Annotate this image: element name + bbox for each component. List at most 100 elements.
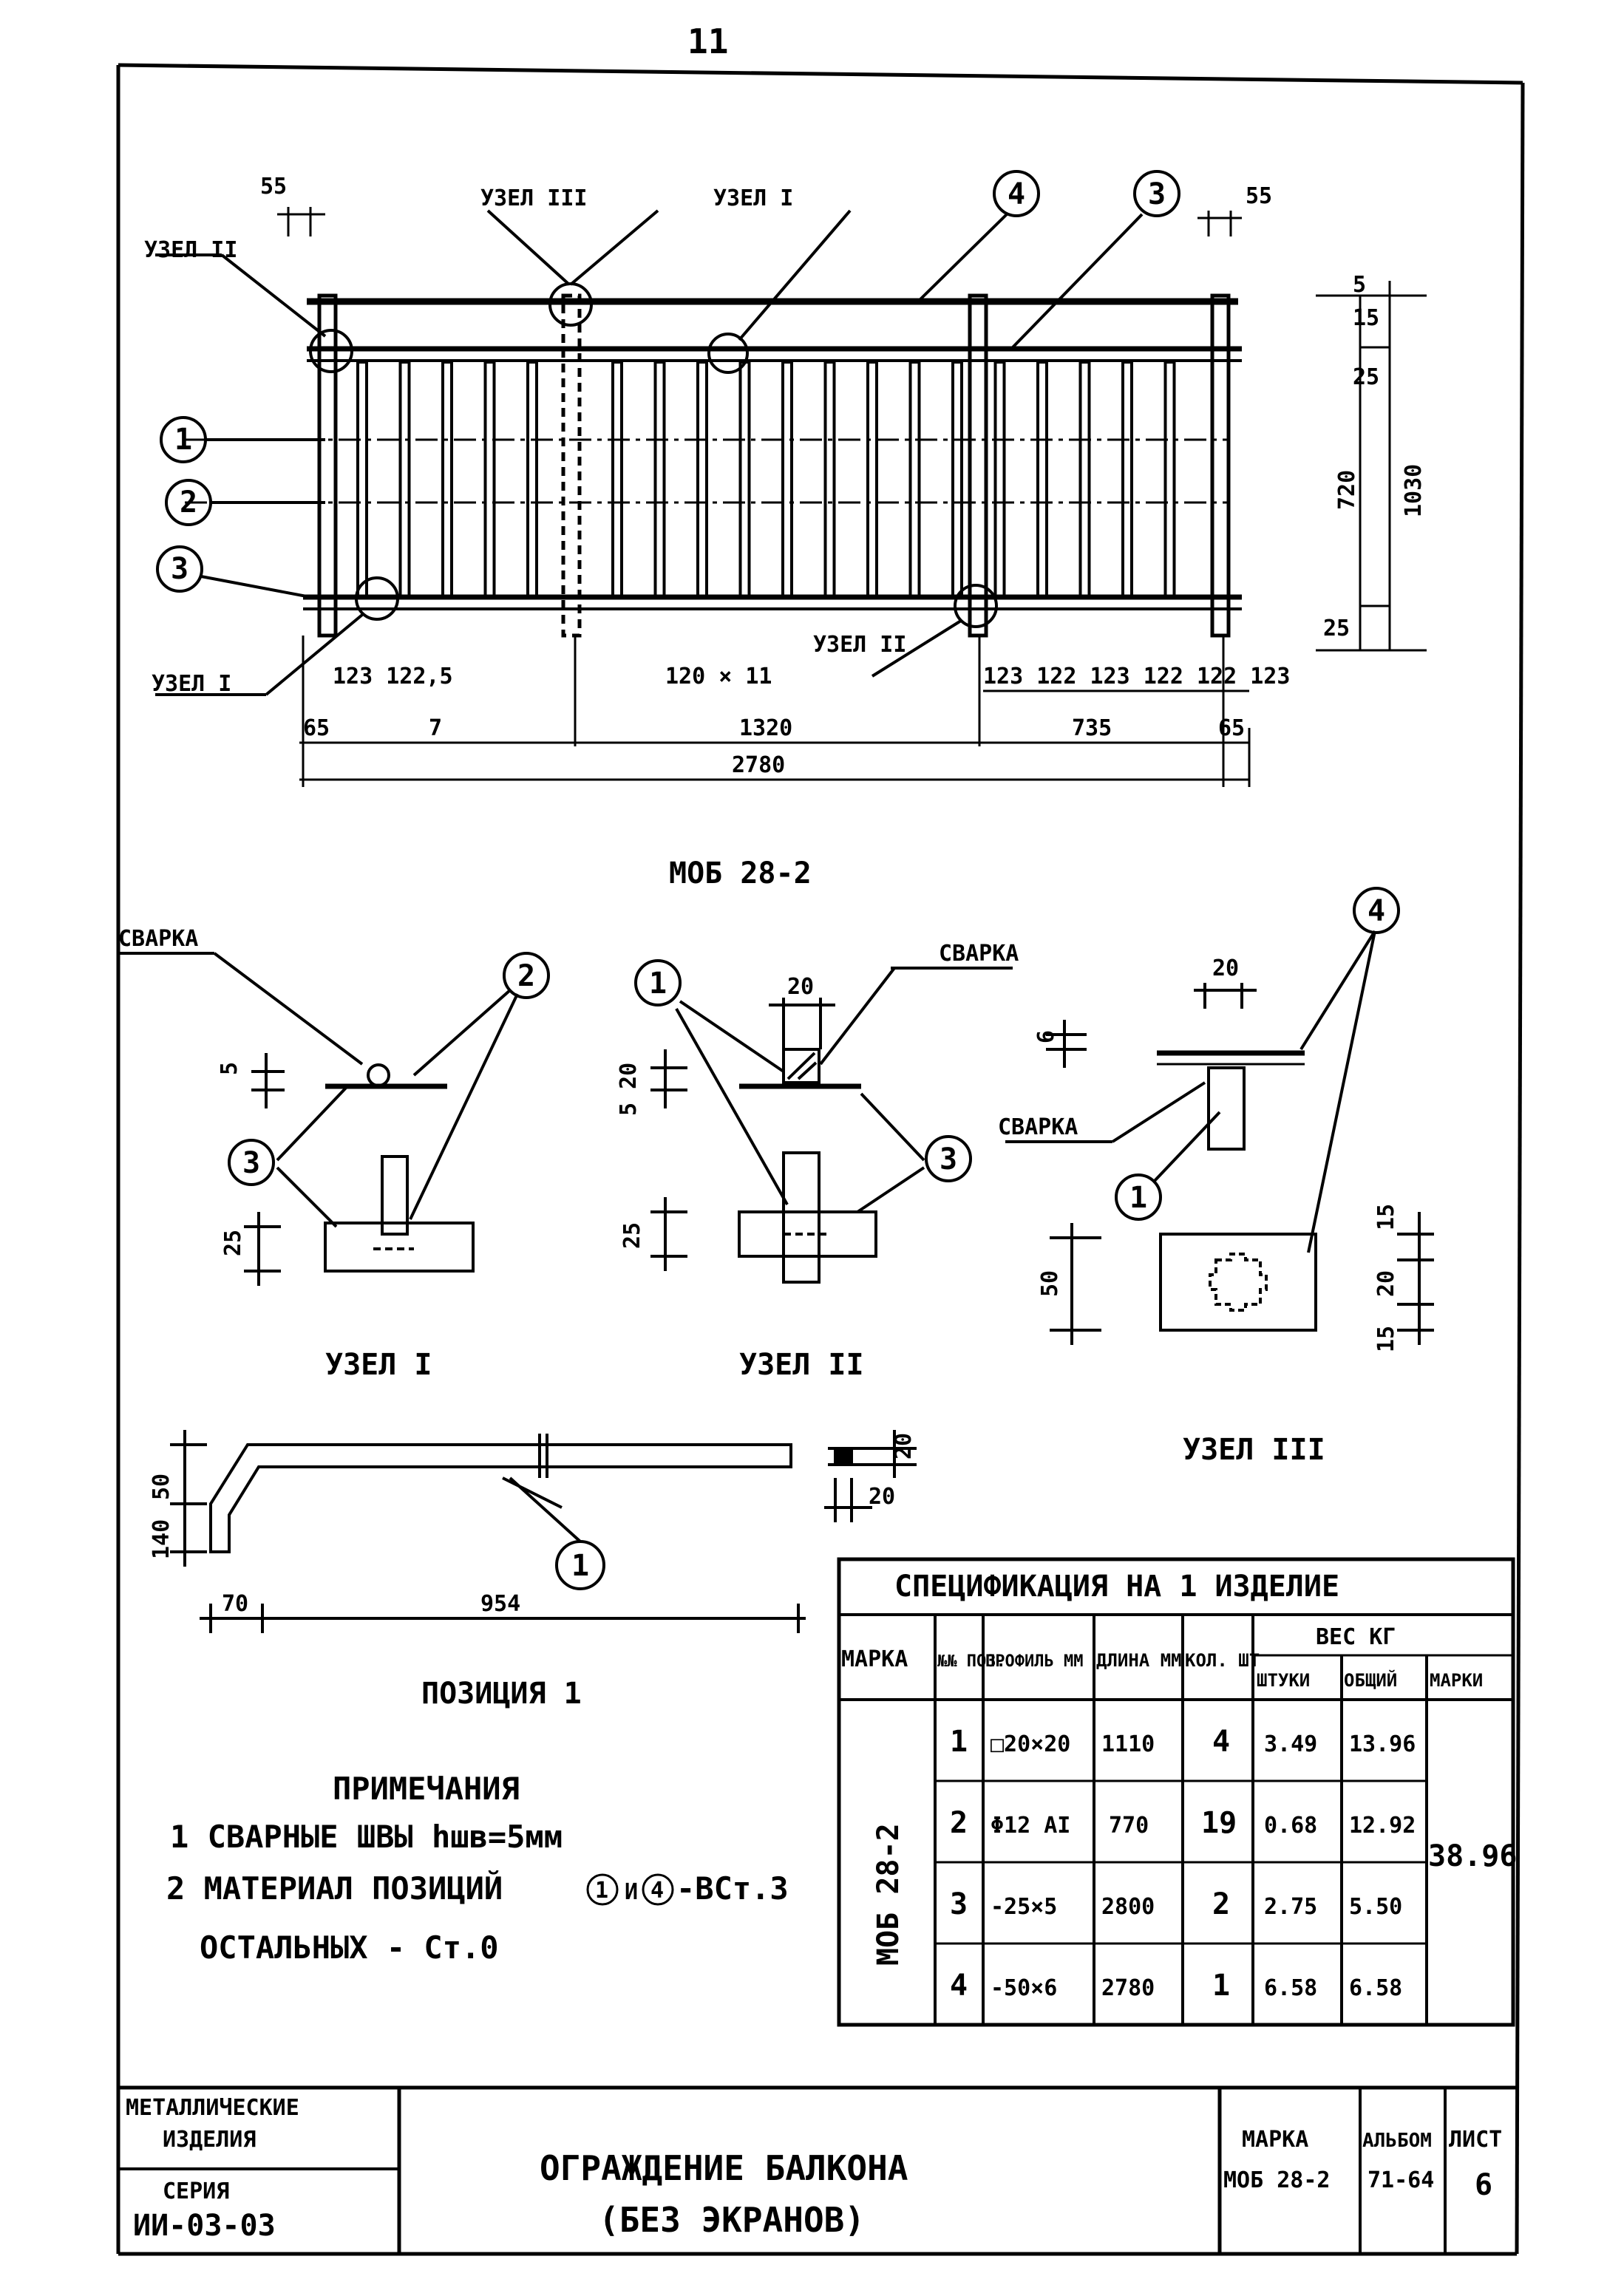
uzel2-dim20: 20 [787, 974, 814, 1000]
spec-row4-profile: -50×6 [991, 1975, 1057, 2001]
tb-series-value: ИИ-03-03 [133, 2209, 276, 2243]
dim-55-right: 55 [1246, 183, 1272, 209]
spec-header-pos: №№ ПОЗ. [937, 1652, 1006, 1671]
tb-title-line1: ОГРАЖДЕНИЕ БАЛКОНА [540, 2148, 908, 2188]
tb-org-line2: ИЗДЕЛИЯ [163, 2127, 256, 2153]
uzel3-dim6: 6 [1033, 1030, 1059, 1043]
baluster [398, 361, 411, 599]
spec-row4-pos: 4 [950, 1969, 968, 2003]
elevation-dimension-labels: 55 55 123 122,5 120 × 11 123 122 123 122… [260, 174, 1427, 778]
spec-marka-value: МОБ 28-2 [872, 1823, 906, 1966]
callout-pos-3-right: 3 [1148, 177, 1166, 211]
title-block-text: МЕТАЛЛИЧЕСКИЕ ИЗДЕЛИЯ СЕРИЯ ИИ-03-03 ОГР… [126, 2095, 1502, 2243]
uzel3-pos4: 4 [1368, 894, 1385, 928]
spec-row2-pos: 2 [950, 1806, 968, 1840]
uzel3-dim20b: 20 [1373, 1270, 1399, 1297]
spec-row4-piece: 6.58 [1264, 1975, 1317, 2001]
spec-row1-profile: □20×20 [991, 1731, 1070, 1757]
spec-row3-profile: -25×5 [991, 1894, 1057, 1920]
spec-row2-piece: 0.68 [1264, 1813, 1317, 1839]
baluster [526, 361, 538, 599]
dim-65-right: 65 [1218, 715, 1245, 741]
tb-album-value: 71-64 [1368, 2167, 1434, 2193]
position-1-labels: 50 140 70 954 20 20 1 ПОЗИЦИЯ 1 [149, 1433, 917, 1711]
elevation-caption: МОБ 28-2 [669, 856, 812, 890]
sheet-frame [116, 63, 1525, 2256]
baluster [356, 361, 368, 599]
detail-uzel-2 [634, 959, 1013, 1284]
pos1-dim-h1: 50 [149, 1474, 174, 1500]
spec-row2-qty: 19 [1201, 1806, 1237, 1840]
detail-uzel-2-labels: СВАРКА 20 1 3 5 20 25 УЗЕЛ II [616, 941, 1019, 1382]
tb-mark-value: МОБ 28-2 [1223, 2167, 1331, 2193]
spec-title: СПЕЦИФИКАЦИЯ НА 1 ИЗДЕЛИЕ [894, 1570, 1339, 1604]
callout-pos-3-left: 3 [171, 552, 188, 586]
detail-uzel-1 [118, 952, 550, 1286]
baluster [1078, 361, 1091, 599]
tb-org-line1: МЕТАЛЛИЧЕСКИЕ [126, 2095, 299, 2121]
baluster [781, 361, 793, 599]
spec-header-profile: ПРОФИЛЬ ММ [985, 1652, 1083, 1671]
notes-title: ПРИМЕЧАНИЯ [333, 1771, 520, 1807]
uzel1-caption: УЗЕЛ I [325, 1348, 432, 1382]
tb-sheet-value: 6 [1475, 2168, 1492, 2202]
uzel2-pos3: 3 [940, 1142, 957, 1176]
elevation-callout-labels: УЗЕЛ II УЗЕЛ III УЗЕЛ I УЗЕЛ I УЗЕЛ II 4… [144, 177, 1166, 697]
spec-row3-qty: 2 [1212, 1887, 1230, 1921]
spec-header-w-total: ОБЩИЙ [1344, 1669, 1397, 1691]
pos1-dim-70: 70 [222, 1591, 248, 1617]
dim-735: 735 [1072, 715, 1112, 741]
notes-line2-mid: И [625, 1879, 638, 1905]
dim-1320: 1320 [739, 715, 792, 741]
spec-row3-pos: 3 [950, 1887, 968, 1921]
uzel1-dim5: 5 [217, 1062, 242, 1075]
baluster [951, 361, 963, 599]
title-block [118, 2085, 1517, 2254]
dim-left-spacing: 123 122,5 [333, 664, 453, 689]
spec-row2-total: 12.92 [1349, 1813, 1416, 1839]
balusters [356, 361, 1176, 599]
uzel-ii-bottom-label: УЗЕЛ II [813, 632, 906, 658]
spec-header-weight: ВЕС КГ [1316, 1624, 1396, 1650]
spec-row1-total: 13.96 [1349, 1731, 1416, 1757]
baluster [993, 361, 1006, 599]
tb-series-label: СЕРИЯ [163, 2179, 229, 2204]
dim-55-left: 55 [260, 174, 287, 200]
spec-header-qty: КОЛ. ШТ [1185, 1650, 1260, 1671]
baluster [483, 361, 496, 599]
position-1-drawing [170, 1430, 917, 1633]
pos1-callout: 1 [571, 1549, 589, 1583]
uzel2-dim5-20: 5 20 [616, 1063, 642, 1116]
uzel1-pos3: 3 [242, 1146, 260, 1180]
notes-line2-a: 2 МАТЕРИАЛ ПОЗИЦИЙ [166, 1870, 503, 1907]
callout-pos-1: 1 [174, 423, 192, 457]
spec-row4-total: 6.58 [1349, 1975, 1402, 2001]
spec-row1-qty: 4 [1212, 1725, 1230, 1759]
uzel-ii-top-label: УЗЕЛ II [144, 237, 237, 263]
spec-row4-length: 2780 [1101, 1975, 1155, 2001]
spec-header-length: ДЛИНА ММ [1096, 1650, 1182, 1671]
pos1-dim-h2: 140 [149, 1519, 174, 1559]
spec-row2-length: 770 [1109, 1813, 1149, 1839]
dim-h-top: 25 [1353, 364, 1379, 390]
dim-7: 7 [429, 715, 442, 741]
uzel1-weld-label: СВАРКА [118, 926, 198, 952]
page-number: 11 [687, 21, 728, 61]
baluster [611, 361, 623, 599]
pos1-caption: ПОЗИЦИЯ 1 [421, 1677, 582, 1711]
dim-h-5: 5 [1353, 272, 1366, 298]
notes: ПРИМЕЧАНИЯ 1 СВАРНЫЕ ШВЫ hшв=5мм 2 МАТЕР… [166, 1771, 789, 1966]
notes-line2-b: -ВСт.3 [676, 1870, 789, 1907]
dim-h-720: 720 [1334, 470, 1360, 510]
spec-row1-pos: 1 [950, 1725, 968, 1759]
detail-uzel-3-labels: 20 6 4 СВАРКА 1 50 15 20 15 УЗЕЛ III [998, 894, 1399, 1467]
spec-row3-total: 5.50 [1349, 1894, 1402, 1920]
uzel3-dim20: 20 [1212, 955, 1239, 981]
baluster [866, 361, 878, 599]
spec-row3-piece: 2.75 [1264, 1894, 1317, 1920]
tb-mark-label: МАРКА [1242, 2127, 1308, 2153]
uzel3-caption: УЗЕЛ III [1183, 1433, 1325, 1467]
notes-line2-p4: 4 [650, 1878, 664, 1904]
uzel1-dim25: 25 [220, 1230, 246, 1256]
